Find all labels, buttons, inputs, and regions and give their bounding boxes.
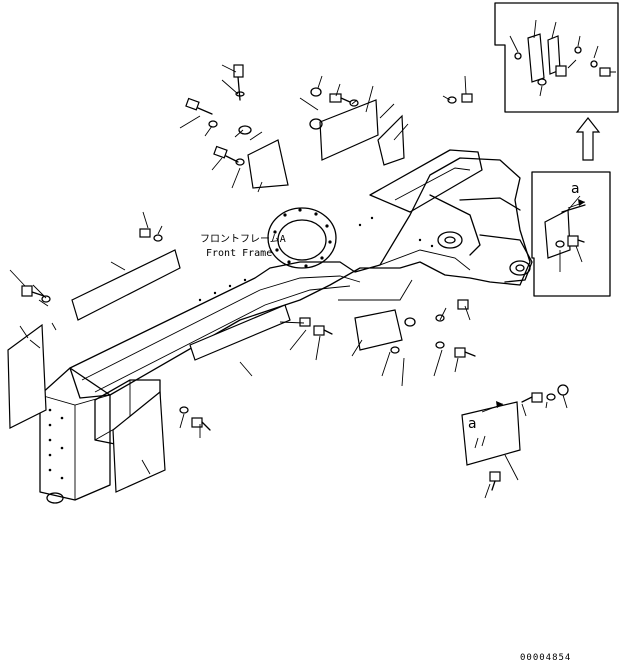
front-right-cover	[112, 390, 166, 493]
detail-plate-lower	[461, 401, 521, 466]
detail-marker-lower-box	[481, 401, 504, 413]
side-cover-plate-lower	[189, 304, 291, 361]
front-left-cover	[7, 323, 47, 429]
side-cover-plate-upper	[71, 249, 181, 321]
rear-cover-plate	[319, 99, 379, 161]
front-frame-jp-label: フロントフレームA	[200, 233, 286, 245]
detail-inset-right	[531, 171, 611, 297]
fasteners	[21, 64, 569, 491]
up-arrow-icon	[575, 117, 601, 161]
detail-marker-upper-box	[567, 199, 586, 209]
top-bracket-plate	[247, 139, 289, 189]
leader-lines	[9, 64, 568, 499]
detail-marker-lower: a	[468, 416, 477, 432]
mid-guard-plate	[354, 309, 403, 351]
detail-inset-top	[494, 2, 619, 113]
front-frame-en-label: Front Frame	[206, 248, 272, 259]
cover-plates	[7, 99, 521, 493]
front-frame-assembly	[39, 149, 533, 504]
detail-marker-upper: a	[571, 181, 580, 197]
document-number: 00004854	[520, 653, 571, 663]
rear-bracket-plate	[377, 114, 405, 166]
